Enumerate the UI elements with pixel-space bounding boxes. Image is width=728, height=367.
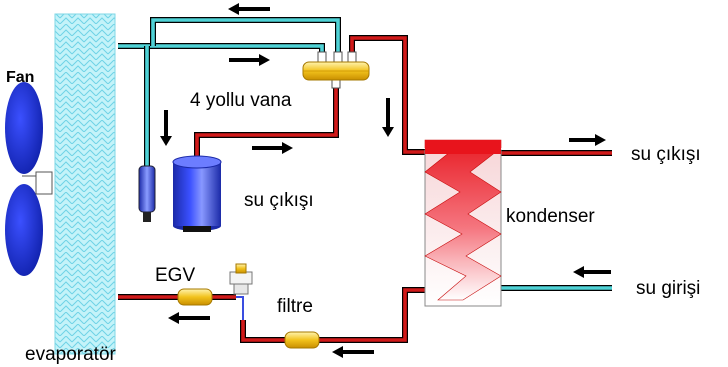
fan-label: Fan bbox=[6, 69, 34, 86]
condenser bbox=[424, 139, 502, 307]
flow-arrows bbox=[160, 3, 611, 358]
arrow-left-icon bbox=[332, 346, 374, 358]
fan bbox=[5, 82, 53, 276]
condenser-water-out-label: su çıkışı bbox=[631, 144, 701, 165]
arrow-down-icon bbox=[382, 98, 394, 137]
arrow-right-icon bbox=[229, 54, 270, 66]
liquid-line bbox=[118, 287, 425, 343]
arrow-right-icon bbox=[252, 142, 293, 154]
evaporator-coil bbox=[54, 13, 116, 355]
accumulator bbox=[138, 165, 156, 222]
fan-blade-bottom bbox=[5, 184, 43, 276]
discharge-pipe bbox=[194, 35, 425, 160]
water-in-label: su girişi bbox=[636, 278, 700, 299]
sight-glass bbox=[229, 263, 253, 295]
four-way-valve bbox=[302, 51, 370, 89]
suction-pipe-top bbox=[118, 17, 341, 168]
four-way-valve-label: 4 yollu vana bbox=[190, 90, 292, 111]
arrow-down-icon bbox=[160, 110, 172, 146]
arrow-left-icon bbox=[168, 312, 210, 324]
filter-label: filtre bbox=[277, 296, 313, 317]
water-pipes bbox=[500, 150, 612, 291]
arrow-left-icon bbox=[228, 3, 270, 15]
expansion-valve bbox=[177, 288, 213, 306]
evaporator-label: evaporatör bbox=[25, 344, 117, 365]
compressor bbox=[172, 155, 222, 232]
capillary-line bbox=[236, 296, 244, 320]
filter-drier bbox=[284, 331, 320, 349]
compressor-water-out-label: su çıkışı bbox=[244, 190, 314, 211]
fan-blade-top bbox=[5, 82, 43, 174]
arrow-left-icon bbox=[573, 266, 611, 278]
condenser-label: kondenser bbox=[506, 206, 595, 227]
arrow-right-icon bbox=[569, 134, 606, 146]
fan-motor bbox=[35, 171, 53, 195]
expansion-valve-label: EGV bbox=[155, 265, 195, 286]
